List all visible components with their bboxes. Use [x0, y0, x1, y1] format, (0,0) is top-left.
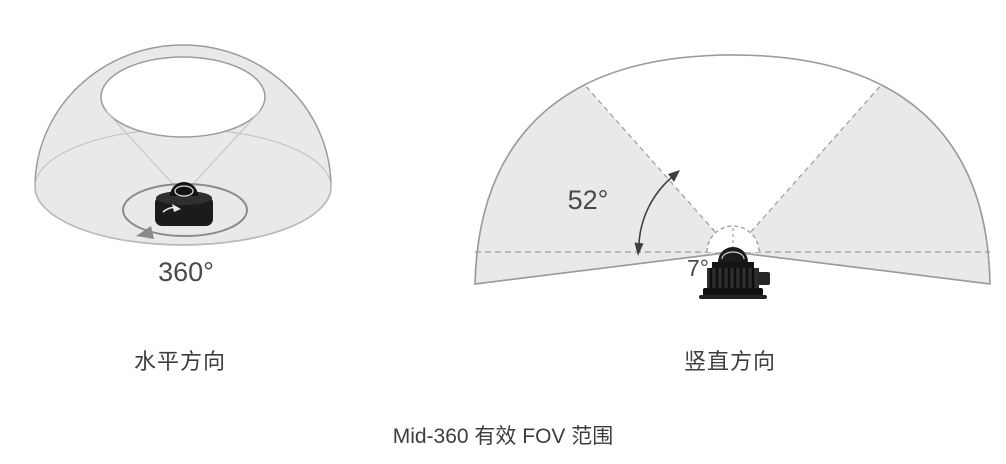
upper-fov-angle-label: 52°	[568, 185, 609, 215]
rotation-angle-label: 360°	[158, 257, 214, 287]
sensor-dome-outline	[706, 225, 760, 253]
sensor-dome-area	[707, 226, 759, 252]
vertical-direction-label: 竖直方向	[683, 349, 776, 374]
rotation-arrowhead-icon	[136, 226, 154, 239]
dome-top-opening	[100, 56, 266, 138]
horizontal-direction-label: 水平方向	[133, 349, 226, 374]
lower-fov-angle-label: 7°	[687, 255, 709, 281]
lidar-device-front-icon	[699, 247, 770, 299]
horizontal-fov-diagram: 360°	[34, 44, 332, 287]
upper-fov-arc-arrow-icon	[634, 170, 680, 256]
blind-cone	[536, 55, 930, 252]
vertical-fov-outline	[474, 54, 991, 285]
vertical-fov-diagram: 52° 7°	[474, 54, 991, 299]
figure-caption: Mid-360 有效 FOV 范围	[392, 425, 614, 448]
blind-cone-edges	[105, 110, 261, 196]
lidar-device-icon	[155, 182, 213, 226]
